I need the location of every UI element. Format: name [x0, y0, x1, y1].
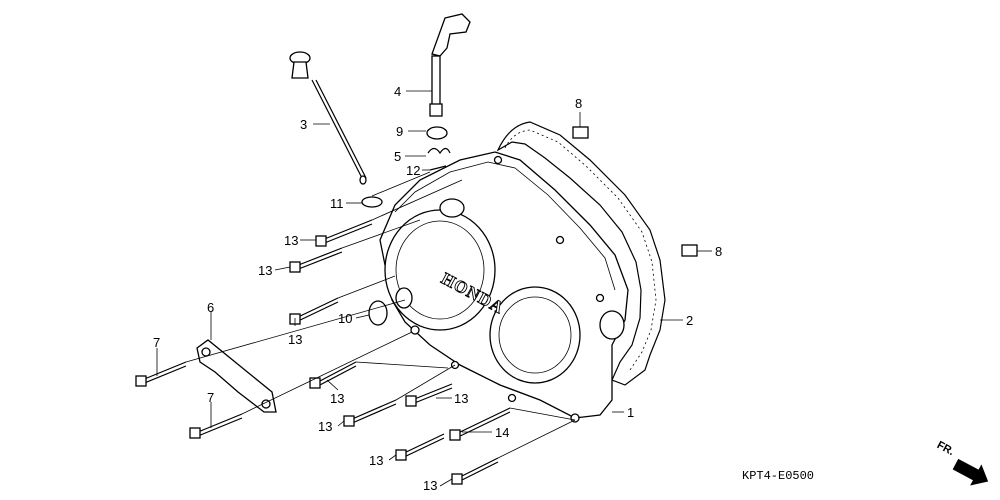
part-label-12: 12	[406, 163, 420, 178]
dowel-pin	[681, 244, 698, 257]
part-label-11: 11	[330, 196, 344, 211]
part-label-13: 13	[423, 478, 437, 493]
arrow-right-icon	[952, 458, 989, 486]
clutch-lifter-arm	[429, 13, 471, 117]
part-label-4: 4	[394, 84, 401, 99]
part-label-3: 3	[300, 117, 307, 132]
drawing-code: KPT4-E0500	[742, 469, 814, 483]
part-label-9: 9	[396, 124, 403, 139]
part-label-13: 13	[454, 391, 468, 406]
part-label-13: 13	[330, 391, 344, 406]
gasket	[496, 121, 666, 386]
part-labels: 3 4 9 5 12 11 13 13 13 10 6 7 7 8 8 2 1 …	[153, 84, 722, 493]
pin	[429, 165, 447, 171]
part-label-13: 13	[318, 419, 332, 434]
oil-level-gauge	[289, 51, 367, 185]
part-label-1: 1	[627, 405, 634, 420]
part-label-8: 8	[715, 244, 722, 259]
crankshaft-oil-seal	[368, 300, 388, 326]
part-label-13: 13	[284, 233, 298, 248]
front-direction-arrow: FR.	[935, 439, 989, 486]
part-label-6: 6	[207, 300, 214, 315]
leader-lines	[156, 90, 712, 487]
assembly-lines	[185, 171, 576, 459]
part-label-13: 13	[288, 332, 302, 347]
part-label-2: 2	[686, 313, 693, 328]
part-label-13: 13	[369, 453, 383, 468]
right-crankcase-cover: HONDA	[379, 151, 629, 423]
oil-seal	[426, 126, 448, 140]
part-label-8: 8	[575, 96, 582, 111]
o-ring	[361, 196, 383, 208]
front-label: FR.	[935, 439, 956, 458]
part-label-7: 7	[153, 335, 160, 350]
part-label-7: 7	[207, 390, 214, 405]
part-label-13: 13	[258, 263, 272, 278]
part-label-14: 14	[495, 425, 509, 440]
part-label-10: 10	[338, 311, 352, 326]
bracket	[196, 339, 277, 413]
return-spring	[427, 147, 451, 155]
part-label-5: 5	[394, 149, 401, 164]
dowel-pin	[572, 126, 589, 139]
